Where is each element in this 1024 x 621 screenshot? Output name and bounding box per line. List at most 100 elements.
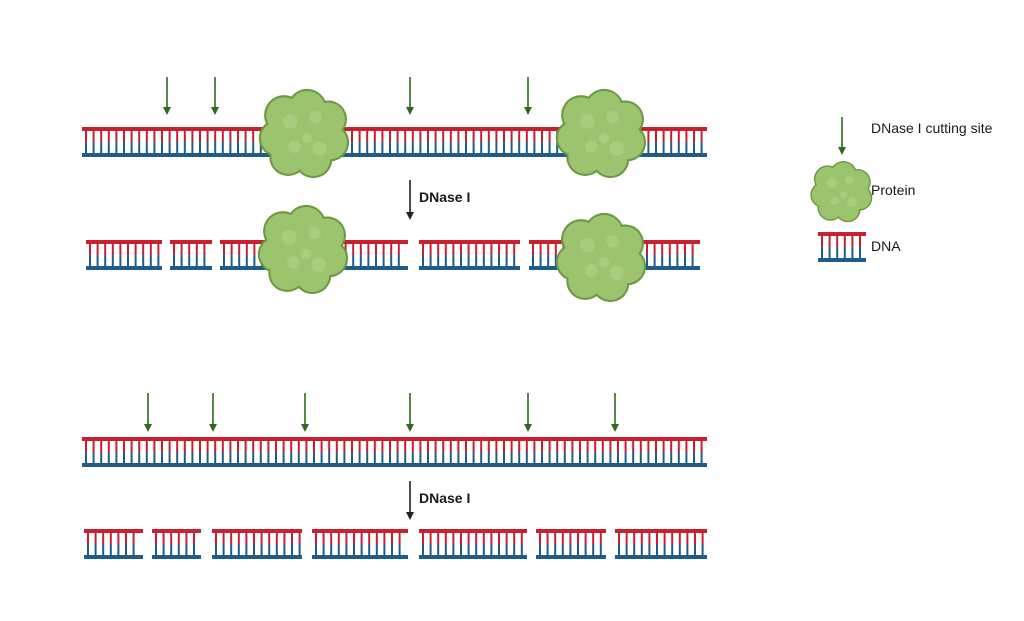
cutting-site-arrow xyxy=(144,393,152,432)
dna-strand-bottom xyxy=(818,258,866,262)
protein-layer xyxy=(257,88,647,303)
dna-strand-bottom xyxy=(212,555,302,559)
dna-strand-top xyxy=(152,529,201,533)
protein-icon xyxy=(258,88,350,179)
dna-strand-top xyxy=(212,529,302,533)
dna-row4-fragment xyxy=(615,529,707,559)
dna-strand-top xyxy=(82,437,707,441)
dna-strand-bottom xyxy=(312,555,408,559)
dna-strand-top xyxy=(170,240,212,244)
dna-row2-fragment xyxy=(86,240,162,270)
cutting-site-arrow xyxy=(406,393,414,432)
protein-highlight xyxy=(309,110,322,124)
protein-icon xyxy=(810,161,873,223)
reaction-step-arrow xyxy=(406,180,414,220)
arrow-head xyxy=(209,424,217,432)
protein-highlight xyxy=(301,132,313,144)
dna-row4-fragment xyxy=(536,529,606,559)
step-label-top: DNase I xyxy=(419,189,470,205)
arrow-head xyxy=(524,424,532,432)
dna-strand-top xyxy=(82,127,707,131)
protein-highlight xyxy=(579,114,595,129)
legend-cutting-site-label: DNase I cutting site xyxy=(871,120,993,136)
cutting-site-arrow xyxy=(524,77,532,115)
dna-row2-fragment xyxy=(170,240,212,270)
dna-strand-bottom xyxy=(82,153,707,157)
protein-highlight xyxy=(830,196,840,205)
cutting-site-arrow xyxy=(209,393,217,432)
protein-highlight xyxy=(839,191,848,199)
reaction-step-arrow xyxy=(406,481,414,520)
protein-highlight xyxy=(585,140,598,153)
protein-highlight xyxy=(609,265,625,281)
dna-row4-fragment xyxy=(312,529,408,559)
dna-row4-fragment xyxy=(152,529,201,559)
arrow-head xyxy=(838,147,846,155)
protein-highlight xyxy=(598,256,610,268)
protein-highlight xyxy=(300,248,312,260)
protein-highlight xyxy=(579,238,595,253)
dna-row4-fragment xyxy=(212,529,302,559)
dna-strand-top xyxy=(84,529,143,533)
step-label-bottom: DNase I xyxy=(419,490,470,506)
cutting-site-arrow xyxy=(611,393,619,432)
arrow-head xyxy=(211,107,219,115)
dna-strand-top xyxy=(86,240,162,244)
dna-row3-intact xyxy=(82,437,707,467)
protein-highlight xyxy=(606,234,619,248)
protein-highlight xyxy=(826,178,837,189)
arrow-head xyxy=(301,424,309,432)
arrow-head xyxy=(144,424,152,432)
dna-strand-top xyxy=(615,529,707,533)
protein-highlight xyxy=(288,140,301,153)
dna-strand-bottom xyxy=(82,463,707,467)
protein-highlight xyxy=(312,141,328,157)
protein-highlight xyxy=(847,197,858,208)
dna-strand-top xyxy=(419,529,527,533)
dna-strand-bottom xyxy=(152,555,201,559)
protein-highlight xyxy=(308,226,321,240)
arrow-head xyxy=(611,424,619,432)
arrow-head xyxy=(406,512,414,520)
protein-highlight xyxy=(609,141,625,157)
dna-strand-top xyxy=(312,529,408,533)
protein-highlight xyxy=(606,110,619,124)
cutting-site-arrow xyxy=(838,117,846,155)
dna-row2-fragment xyxy=(419,240,520,270)
dna-row4-fragment xyxy=(84,529,143,559)
legend-dna-label: DNA xyxy=(871,238,901,254)
arrow-head xyxy=(163,107,171,115)
protein-icon xyxy=(555,88,647,179)
protein-icon xyxy=(555,212,647,303)
protein-highlight xyxy=(287,256,300,269)
legend: DNase I cutting site Protein DNA xyxy=(810,117,993,262)
dna-strand-top xyxy=(419,240,520,244)
dna-strand-bottom xyxy=(536,555,606,559)
arrow-layer xyxy=(144,77,619,520)
arrow-head xyxy=(406,212,414,220)
dna-strand-bottom xyxy=(86,266,162,270)
arrow-head xyxy=(524,107,532,115)
protein-highlight xyxy=(282,114,298,129)
arrow-head xyxy=(406,424,414,432)
cutting-site-arrow xyxy=(301,393,309,432)
protein-highlight xyxy=(598,132,610,144)
cutting-site-arrow xyxy=(163,77,171,115)
dna-strand-top xyxy=(818,232,866,236)
dna-strand-bottom xyxy=(84,555,143,559)
dna-strand-bottom xyxy=(419,266,520,270)
cutting-site-arrow xyxy=(406,77,414,115)
protein-highlight xyxy=(281,230,297,245)
cutting-site-arrow xyxy=(524,393,532,432)
dna-layer xyxy=(82,127,707,559)
protein-icon xyxy=(257,204,349,295)
dna-strand-top xyxy=(536,529,606,533)
dna-strand-bottom xyxy=(615,555,707,559)
dna-strand-bottom xyxy=(419,555,527,559)
dna-row4-fragment xyxy=(419,529,527,559)
cutting-site-arrow xyxy=(211,77,219,115)
protein-highlight xyxy=(585,264,598,277)
legend-dna-icon xyxy=(818,232,866,262)
protein-highlight xyxy=(844,176,854,185)
